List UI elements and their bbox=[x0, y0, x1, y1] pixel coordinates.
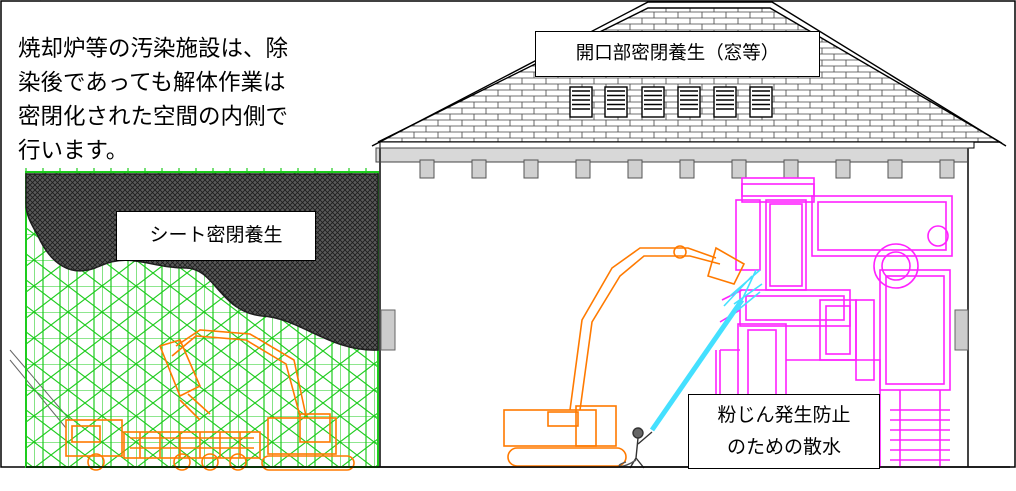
window-sealing-label: 開口部密閉養生（窓等） bbox=[535, 31, 820, 77]
intro-line: 行います。 bbox=[18, 138, 129, 164]
intro-line: 染後であっても解体作業は bbox=[18, 70, 286, 96]
louver-window-icon bbox=[677, 86, 701, 118]
louver-window-icon bbox=[604, 86, 628, 118]
building-walls bbox=[375, 147, 969, 467]
louver-window-icon bbox=[749, 86, 773, 118]
window-sealing-text: 開口部密閉養生（窓等） bbox=[575, 43, 780, 64]
water-spray-label: 粉じん発生防止 のための散水 bbox=[688, 394, 880, 469]
excavator-icon bbox=[158, 329, 355, 471]
louver-window-icon bbox=[569, 86, 773, 118]
dump-truck-icon bbox=[65, 419, 261, 471]
excavator-icon bbox=[503, 245, 746, 467]
sheet-sealing-text: シート密閉養生 bbox=[149, 224, 283, 246]
water-spray-line: 粉じん発生防止 bbox=[717, 404, 851, 426]
water-spray bbox=[649, 269, 763, 432]
louver-window-icon bbox=[713, 86, 737, 118]
sheet-sealing-label: シート密閉養生 bbox=[116, 211, 316, 261]
water-spray-line: のための散水 bbox=[726, 436, 841, 458]
intro-line: 密閉化された空間の内側で bbox=[18, 104, 289, 130]
intro-text: 焼却炉等の汚染施設は、除 染後であっても解体作業は 密閉化された空間の内側で 行… bbox=[18, 32, 368, 168]
intro-line: 焼却炉等の汚染施設は、除 bbox=[18, 36, 289, 62]
louver-window-icon bbox=[569, 86, 593, 118]
louver-window-icon bbox=[641, 86, 665, 118]
